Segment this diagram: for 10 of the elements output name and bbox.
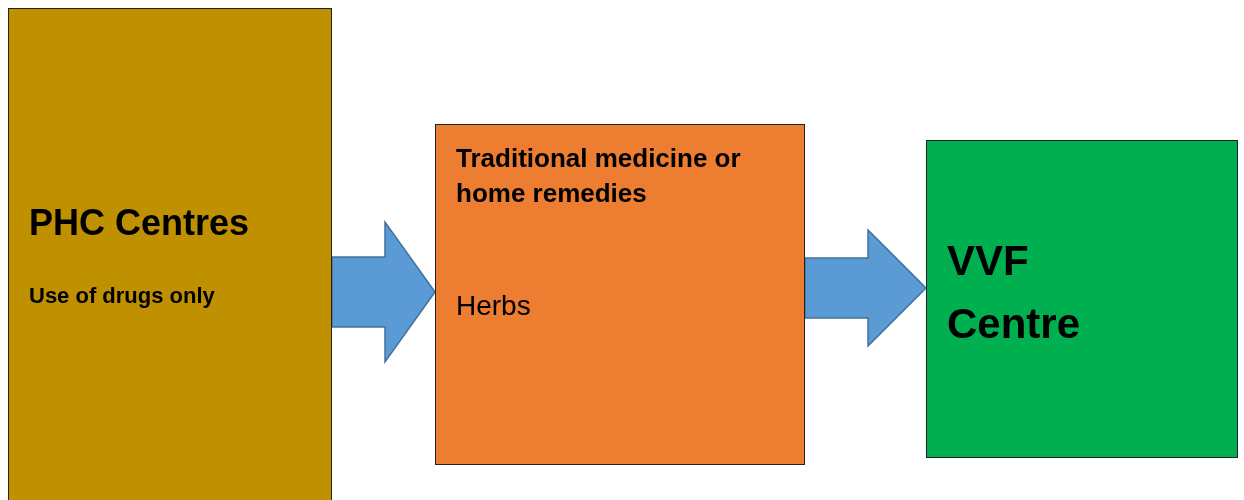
block-arrow bbox=[804, 228, 928, 348]
node-title: PHC Centres bbox=[29, 201, 251, 245]
block-arrow bbox=[331, 219, 436, 365]
node-body: Herbs bbox=[456, 289, 532, 323]
process-box bbox=[926, 140, 1238, 458]
node-title: VVF Centre bbox=[947, 236, 1082, 349]
process-box bbox=[435, 124, 805, 465]
node-subtitle: Use of drugs only bbox=[29, 283, 216, 310]
process-box bbox=[8, 8, 332, 500]
node-title: Traditional medicine or home remedies bbox=[456, 142, 742, 211]
